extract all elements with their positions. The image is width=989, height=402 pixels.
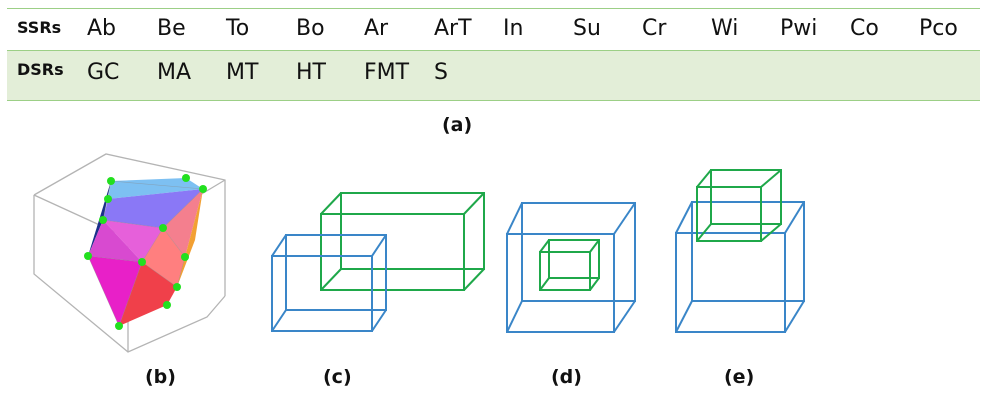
dsr-cell: MA bbox=[157, 60, 192, 85]
ssr-cell: Pco bbox=[919, 16, 958, 41]
ssr-cell: Cr bbox=[642, 16, 667, 41]
polyhedron-face bbox=[163, 189, 203, 257]
polyhedron-face bbox=[103, 189, 203, 228]
ssr-cell: In bbox=[503, 16, 524, 41]
vertex-dot bbox=[181, 253, 189, 261]
caption-c: (c) bbox=[323, 366, 352, 388]
table-bottom-rule bbox=[7, 100, 980, 101]
ssr-cell: ArT bbox=[434, 16, 472, 41]
dsr-row: DSRs GC MA MT HT FMT S bbox=[7, 51, 980, 100]
table-top-rule bbox=[7, 8, 980, 9]
blue-box bbox=[506, 202, 636, 333]
dsr-cell: HT bbox=[296, 60, 326, 85]
ssr-cell: Su bbox=[573, 16, 601, 41]
ssr-cell: Pwi bbox=[780, 16, 818, 41]
vertex-dot bbox=[182, 174, 190, 182]
caption-b: (b) bbox=[145, 366, 176, 388]
polyhedron-face bbox=[108, 178, 203, 199]
green-box bbox=[539, 239, 600, 291]
polyhedron-face bbox=[88, 256, 142, 326]
nested-boxes-figure bbox=[506, 202, 636, 333]
polyhedron-face bbox=[119, 262, 177, 326]
dsr-cell: FMT bbox=[364, 60, 410, 85]
vertex-dot bbox=[173, 283, 181, 291]
dsr-cell: MT bbox=[226, 60, 259, 85]
polyhedron-face bbox=[103, 220, 163, 262]
ssr-cell: To bbox=[226, 16, 250, 41]
blue-box bbox=[675, 201, 805, 333]
ssr-cell: Ab bbox=[87, 16, 117, 41]
ssr-cell: Wi bbox=[711, 16, 739, 41]
polyhedron-face bbox=[88, 220, 142, 262]
vertex-markers bbox=[84, 174, 207, 330]
vertex-dot bbox=[199, 185, 207, 193]
vertex-dot bbox=[115, 322, 123, 330]
ssr-row: SSRs Ab Be To Bo Ar ArT In Su Cr Wi Pwi … bbox=[7, 9, 980, 50]
vertex-dot bbox=[99, 216, 107, 224]
dsr-cell: S bbox=[434, 60, 448, 85]
caption-a: (a) bbox=[442, 114, 473, 136]
ssr-cell: Ar bbox=[364, 16, 389, 41]
vertex-dot bbox=[138, 258, 146, 266]
green-box bbox=[320, 192, 485, 291]
vertex-dot bbox=[107, 177, 115, 185]
polyhedron-face bbox=[142, 228, 185, 287]
stacked-boxes-figure bbox=[675, 169, 805, 333]
green-box bbox=[696, 169, 782, 242]
vertex-dot bbox=[163, 301, 171, 309]
caption-d: (d) bbox=[551, 366, 582, 388]
ssr-cell: Be bbox=[157, 16, 186, 41]
table-mid-rule bbox=[7, 50, 980, 51]
blue-box bbox=[271, 234, 387, 332]
vertex-dot bbox=[104, 195, 112, 203]
dsr-row-header: DSRs bbox=[17, 60, 64, 79]
ssr-row-header: SSRs bbox=[17, 18, 62, 37]
overlap-boxes-figure bbox=[271, 192, 485, 332]
ssr-cell: Co bbox=[850, 16, 879, 41]
polyhedron-figure bbox=[33, 153, 226, 353]
caption-e: (e) bbox=[724, 366, 755, 388]
ssr-cell: Bo bbox=[296, 16, 325, 41]
vertex-dot bbox=[159, 224, 167, 232]
dsr-cell: GC bbox=[87, 60, 120, 85]
vertex-dot bbox=[84, 252, 92, 260]
